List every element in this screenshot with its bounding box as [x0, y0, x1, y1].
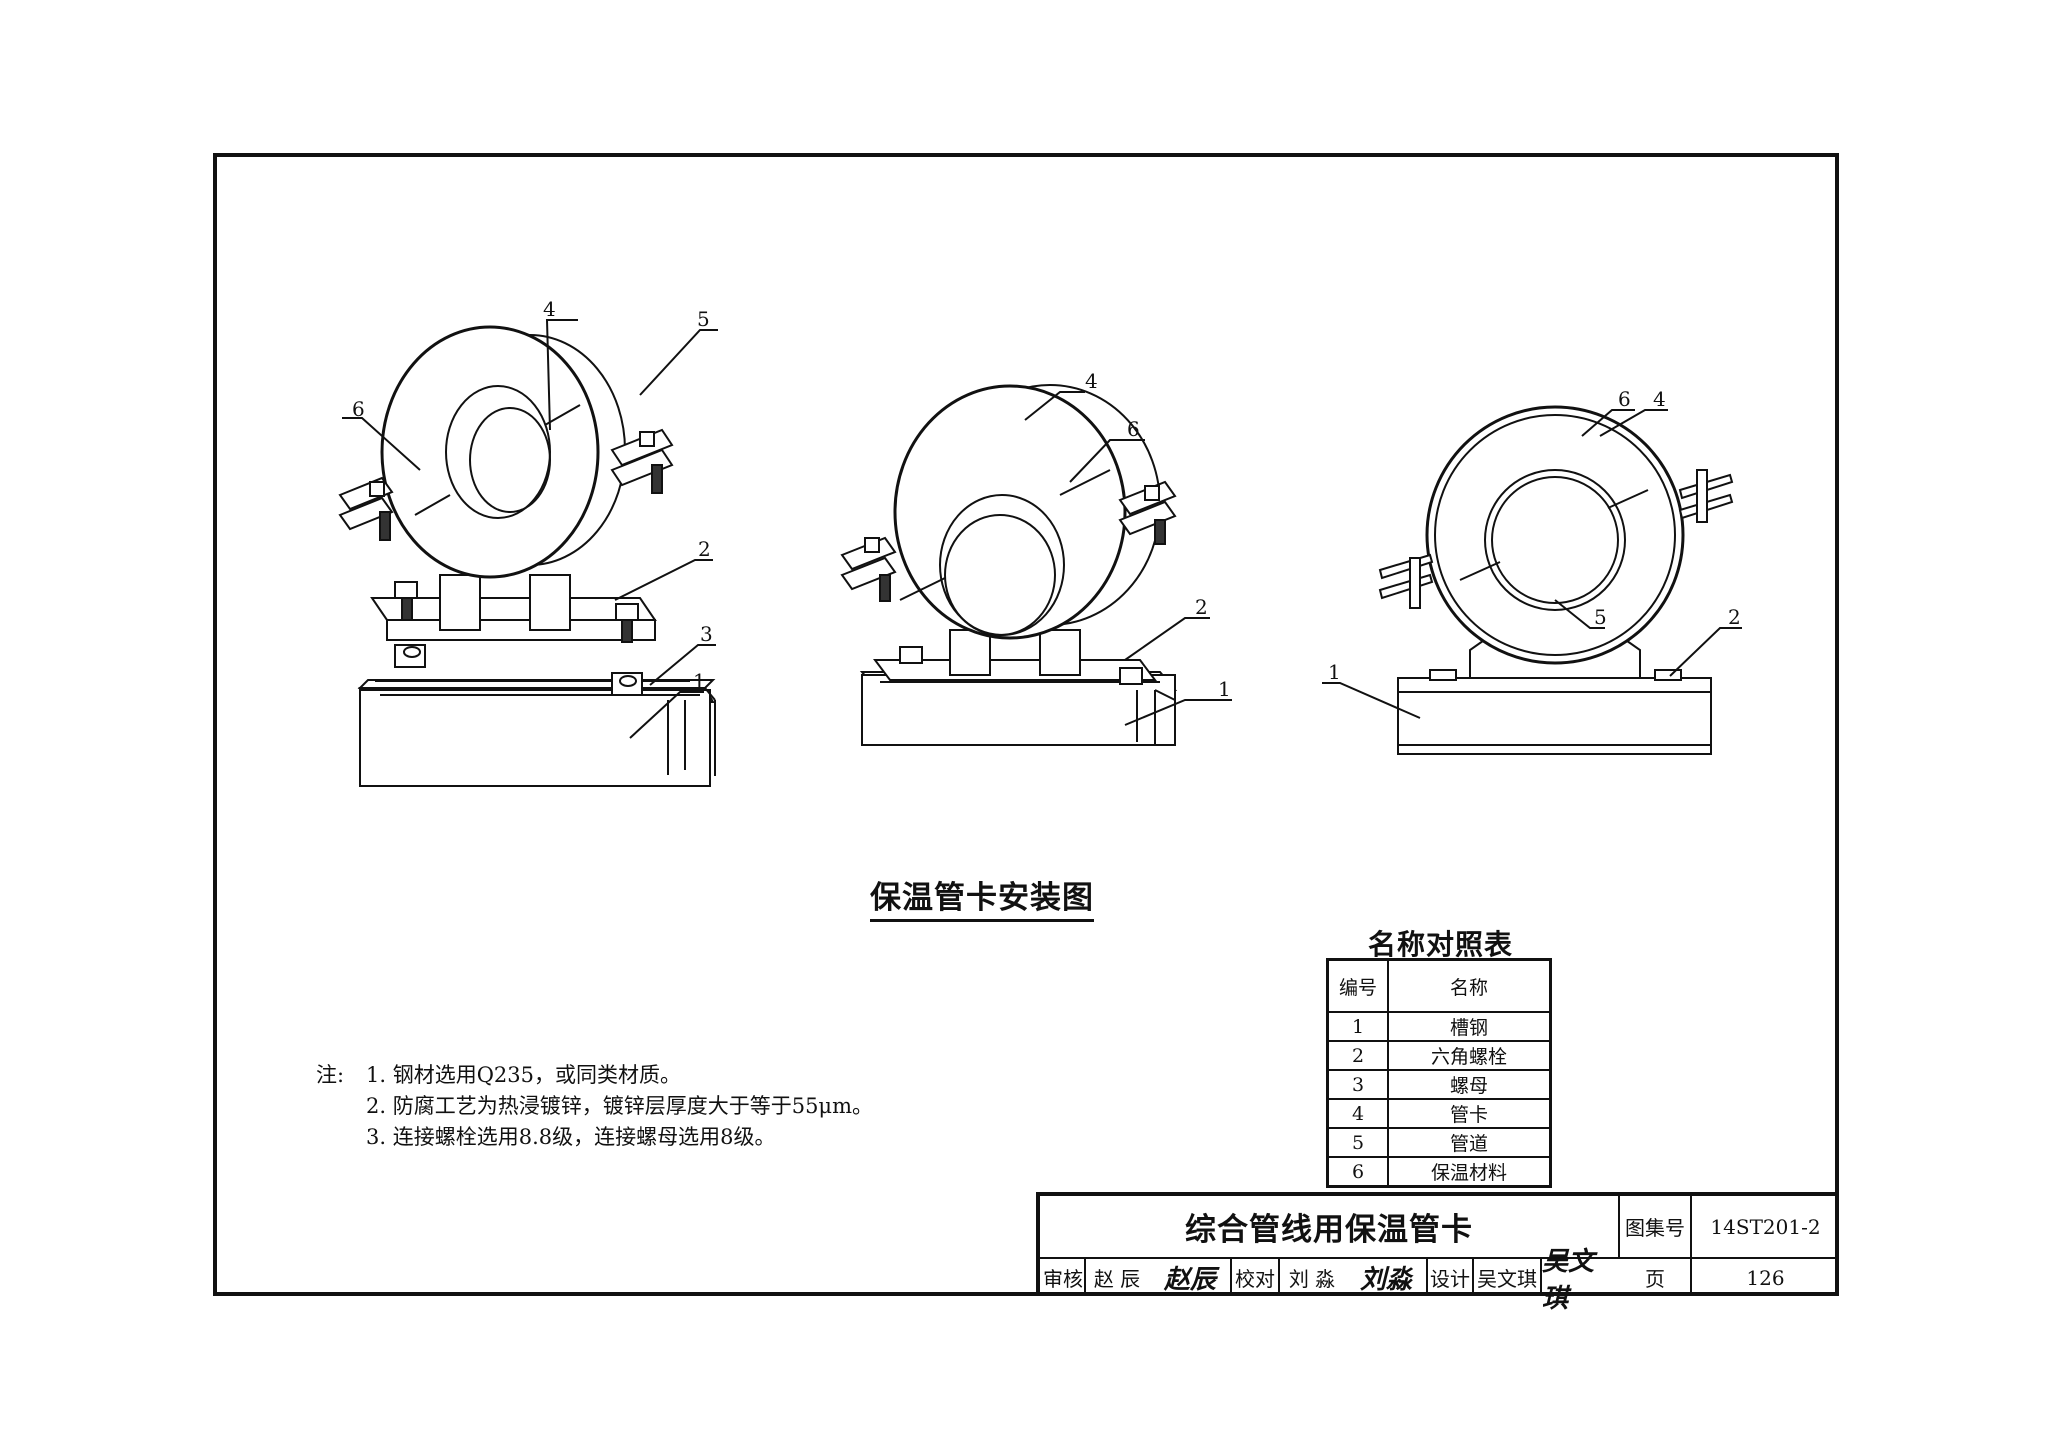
drawing-caption: 保温管卡安装图: [870, 872, 1094, 922]
notes: 注: 1. 钢材选用Q235，或同类材质。 2. 防腐工艺为热浸镀锌，镀锌层厚度大…: [316, 1060, 873, 1153]
parts-header-no: 编号: [1326, 958, 1389, 1013]
callout-4: 4: [1653, 387, 1666, 411]
callout-5: 5: [697, 307, 710, 331]
note-item: 2. 防腐工艺为热浸镀锌，镀锌层厚度大于等于55μm。: [366, 1094, 873, 1118]
callout-6: 6: [1618, 387, 1631, 411]
part-no: 2: [1326, 1040, 1389, 1071]
check-label: 校对: [1232, 1259, 1280, 1296]
drawing-title: 综合管线用保温管卡: [1040, 1196, 1620, 1259]
checker-name: 刘 淼: [1288, 1267, 1336, 1291]
callout-1: 1: [693, 669, 706, 693]
parts-header-name: 名称: [1387, 958, 1552, 1013]
page-number: 126: [1746, 1265, 1785, 1290]
part-no: 3: [1326, 1069, 1389, 1100]
callout-2: 2: [1728, 605, 1741, 629]
review-label: 审核: [1042, 1259, 1086, 1296]
callout-5: 5: [1594, 605, 1607, 629]
callout-labels: 4 5 6 2 3 1 4 6 2 1 6 4 5 2 1: [352, 297, 1741, 701]
title-block: 综合管线用保温管卡 图集号 14ST201-2 页 126 审核 赵 辰 赵辰 …: [1036, 1192, 1839, 1314]
reviewer-name: 赵 辰: [1093, 1267, 1141, 1291]
part-no: 1: [1326, 1011, 1389, 1042]
view-isometric-assembled: [840, 384, 1232, 746]
part-no: 6: [1326, 1156, 1389, 1188]
reviewer-signature: 赵辰: [1150, 1259, 1232, 1296]
part-name: 螺母: [1387, 1069, 1552, 1100]
note-item: 1. 钢材选用Q235，或同类材质。: [366, 1063, 682, 1087]
parts-table-title: 名称对照表: [1368, 928, 1514, 961]
part-name: 管道: [1387, 1127, 1552, 1158]
view-front-elevation: [1322, 405, 1742, 755]
notes-label: 注:: [316, 1063, 345, 1087]
callout-2: 2: [698, 537, 711, 561]
designer-name: 吴文琪: [1474, 1259, 1542, 1296]
callout-6: 6: [1127, 417, 1140, 441]
view-isometric-exploded: [338, 319, 718, 787]
page-label: 页: [1620, 1259, 1692, 1296]
callout-6: 6: [352, 397, 365, 421]
part-no: 4: [1326, 1098, 1389, 1129]
part-name: 管卡: [1387, 1098, 1552, 1129]
part-name: 六角螺栓: [1387, 1040, 1552, 1071]
callout-4: 4: [543, 297, 556, 321]
atlas-label: 图集号: [1620, 1196, 1692, 1257]
checker-signature: 刘淼: [1346, 1259, 1428, 1296]
drawing-frame: [213, 153, 1839, 1296]
callout-1: 1: [1328, 660, 1341, 684]
part-name: 保温材料: [1387, 1156, 1552, 1188]
part-name: 槽钢: [1387, 1011, 1552, 1042]
designer-signature: 吴文琪: [1542, 1246, 1595, 1314]
callout-4: 4: [1085, 369, 1098, 393]
part-no: 5: [1326, 1127, 1389, 1158]
callout-3: 3: [700, 622, 713, 646]
callout-1: 1: [1218, 677, 1231, 701]
design-label: 设计: [1428, 1259, 1474, 1296]
note-item: 3. 连接螺栓选用8.8级，连接螺母选用8级。: [366, 1125, 776, 1149]
callout-2: 2: [1195, 595, 1208, 619]
atlas-number: 14ST201-2: [1710, 1214, 1821, 1239]
